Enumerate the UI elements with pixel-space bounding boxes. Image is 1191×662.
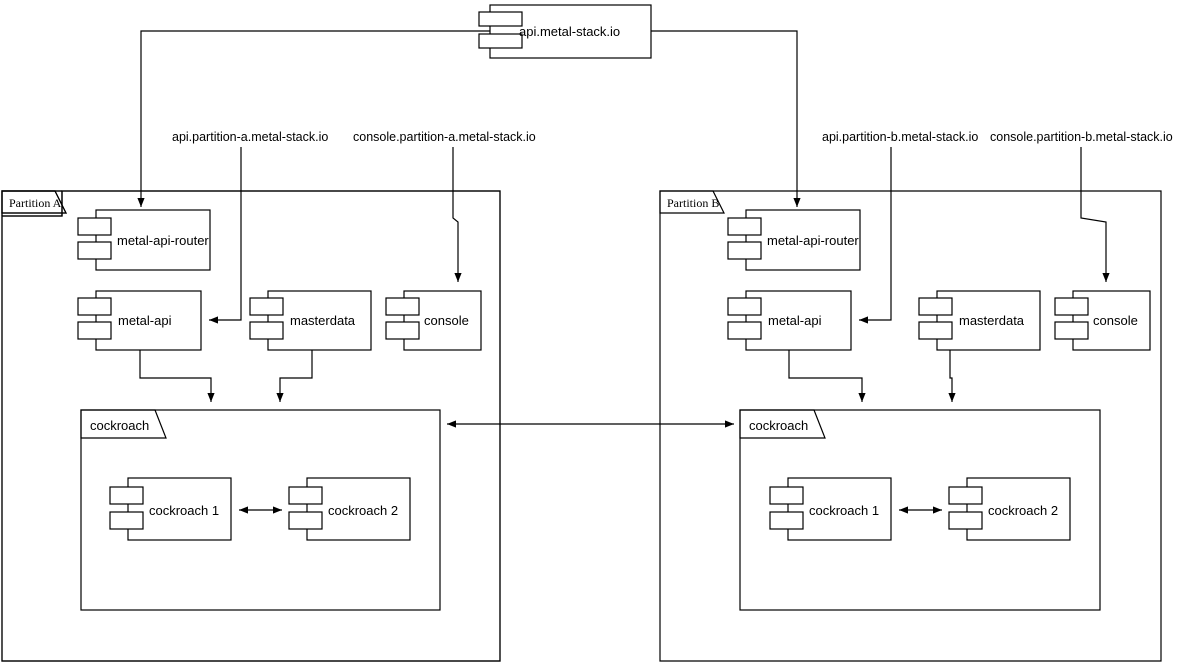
component-cockroach-1-b[interactable]: cockroach 1 (769, 477, 892, 541)
component-label: console (424, 313, 469, 328)
component-label: api.metal-stack.io (519, 24, 620, 39)
cockroach-package-a-label: cockroach (90, 418, 149, 433)
component-icon-tab-bottom (918, 321, 953, 340)
edge-root-to-router-a (137, 30, 490, 207)
component-icon-tab-top (77, 217, 112, 236)
component-metal-api-router-b[interactable]: metal-api-router (727, 209, 861, 271)
component-label: console (1093, 313, 1138, 328)
component-icon-tab-top (109, 486, 144, 505)
component-icon-tab-top (918, 297, 953, 316)
dns-label-api-partition-b: api.partition-b.metal-stack.io (822, 130, 978, 144)
edge-api-b-to-metal-api-b (859, 147, 892, 324)
component-icon-tab-top (727, 297, 762, 316)
cockroach-package-b-label: cockroach (749, 418, 808, 433)
component-icon-tab-top (288, 486, 323, 505)
dns-label-console-partition-a: console.partition-a.metal-stack.io (353, 130, 536, 144)
edge-metal-api-b-to-cockroach-b (788, 350, 866, 402)
edge-root-to-router-b (651, 30, 801, 207)
component-label: masterdata (959, 313, 1025, 328)
component-icon-tab-bottom (727, 321, 762, 340)
component-icon-tab-bottom (1054, 321, 1089, 340)
component-masterdata-a[interactable]: masterdata (249, 290, 372, 351)
edge-api-a-to-metal-api-a (209, 147, 242, 324)
component-label: cockroach 2 (328, 503, 398, 518)
edge-console-a-to-console-a (452, 147, 462, 282)
component-label: metal-api (118, 313, 172, 328)
component-icon-tab-top (385, 297, 420, 316)
component-cockroach-2-b[interactable]: cockroach 2 (948, 477, 1071, 541)
component-api-metal-stack-io[interactable]: api.metal-stack.io (478, 4, 652, 59)
component-icon-tab-bottom (727, 241, 762, 260)
partition-a-label: Partition A (9, 196, 62, 210)
component-icon-tab-bottom (385, 321, 420, 340)
component-cockroach-1-a[interactable]: cockroach 1 (109, 477, 232, 541)
component-icon-tab-bottom (478, 33, 523, 49)
component-icon-tab-top (1054, 297, 1089, 316)
component-icon-tab-bottom (288, 511, 323, 530)
component-label: cockroach 1 (149, 503, 219, 518)
component-icon-tab-bottom (77, 321, 112, 340)
component-console-b[interactable]: console (1054, 290, 1151, 351)
component-icon-tab-bottom (948, 511, 983, 530)
component-icon-tab-bottom (249, 321, 284, 340)
component-label: cockroach 2 (988, 503, 1058, 518)
component-metal-api-router-a[interactable]: metal-api-router (77, 209, 211, 271)
partition-b-package: Partition B (659, 190, 1162, 662)
component-icon-tab-top (77, 297, 112, 316)
component-icon-tab-top (249, 297, 284, 316)
component-icon-tab-bottom (769, 511, 804, 530)
component-icon-tab-top (948, 486, 983, 505)
component-label: metal-api-router (117, 233, 209, 248)
component-icon-tab-top (769, 486, 804, 505)
component-icon-tab-top (478, 11, 523, 27)
component-icon-tab-bottom (109, 511, 144, 530)
component-icon-tab-top (727, 217, 762, 236)
edge-masterdata-a-to-cockroach-a (276, 350, 313, 402)
component-metal-api-b[interactable]: metal-api (727, 290, 852, 351)
partition-a-package: Partition A (1, 190, 501, 662)
component-console-a[interactable]: console (385, 290, 482, 351)
dns-label-console-partition-b: console.partition-b.metal-stack.io (990, 130, 1173, 144)
component-label: metal-api (768, 313, 822, 328)
edge-masterdata-b-to-cockroach-b (948, 350, 956, 402)
component-icon-tab-bottom (77, 241, 112, 260)
component-masterdata-b[interactable]: masterdata (918, 290, 1041, 351)
component-cockroach-2-a[interactable]: cockroach 2 (288, 477, 411, 541)
component-metal-api-a[interactable]: metal-api (77, 290, 202, 351)
partition-b-label: Partition B (667, 196, 719, 210)
edge-console-b-to-console-b (1080, 147, 1110, 282)
dns-label-api-partition-a: api.partition-a.metal-stack.io (172, 130, 328, 144)
edge-metal-api-a-to-cockroach-a (139, 350, 215, 402)
component-label: masterdata (290, 313, 356, 328)
component-label: metal-api-router (767, 233, 859, 248)
component-label: cockroach 1 (809, 503, 879, 518)
